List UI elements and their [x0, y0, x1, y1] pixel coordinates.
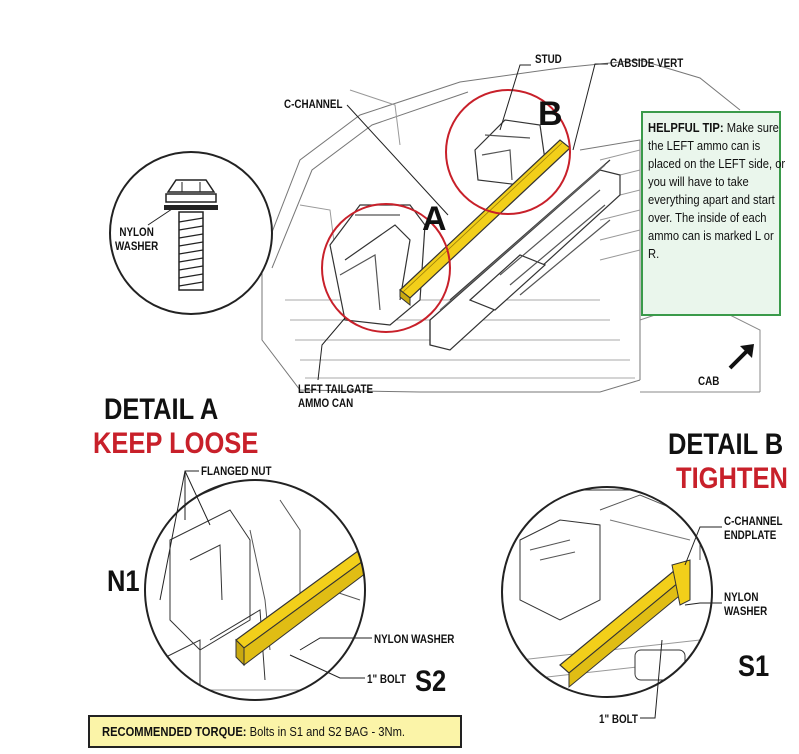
marker-a: A — [422, 200, 447, 238]
label-cab: CAB — [698, 374, 720, 388]
left-ammo-can-drawing — [329, 204, 426, 326]
bag-s1-label: S1 — [738, 650, 770, 683]
bolt-closeup — [109, 151, 273, 315]
circle-highlight-b — [445, 89, 571, 215]
label-bolt-b: 1" BOLT — [599, 712, 638, 726]
label-left-tailgate-ammo-can: LEFT TAILGATE AMMO CAN — [298, 382, 374, 410]
torque-heading: RECOMMENDED TORQUE: — [102, 724, 247, 739]
helpful-tip-content: HELPFUL TIP: Make sure the LEFT ammo can… — [648, 119, 786, 263]
marker-b: B — [538, 95, 563, 133]
label-nylon-washer-b: NYLON WASHER — [724, 590, 768, 618]
label-bolt-a: 1" BOLT — [367, 672, 406, 686]
torque-text: Bolts in S1 and S2 BAG - 3Nm. — [249, 724, 405, 739]
label-flanged-nut: FLANGED NUT — [201, 464, 272, 478]
label-c-channel: C-CHANNEL — [284, 97, 343, 111]
helpful-tip-heading: HELPFUL TIP: — [648, 120, 724, 135]
helpful-tip-box: HELPFUL TIP: Make sure the LEFT ammo can… — [641, 111, 785, 316]
bag-s2-label: S2 — [415, 665, 447, 698]
leader-lines-main — [147, 63, 608, 381]
detail-a-instruction: KEEP LOOSE — [93, 427, 259, 460]
leader-lines-detail-b — [640, 526, 722, 719]
storage-rail-assembly — [429, 159, 621, 351]
detail-a-title: DETAIL A — [104, 393, 219, 426]
detail-b-closeup — [501, 486, 713, 698]
detail-a-closeup — [144, 479, 366, 701]
leader-lines-detail-a — [159, 470, 372, 679]
bag-n1-label: N1 — [107, 565, 140, 598]
helpful-tip-text: Make sure the LEFT ammo can is placed on… — [648, 120, 786, 261]
label-stud: STUD — [535, 52, 562, 66]
detail-b-instruction: TIGHTEN — [676, 462, 788, 495]
label-cabside-vert: CABSIDE VERT — [610, 56, 684, 70]
label-nylon-washer-bolt: NYLON WASHER — [115, 225, 159, 253]
label-c-channel-endplate: C-CHANNEL ENDPLATE — [724, 514, 783, 542]
detail-b-title: DETAIL B — [668, 428, 784, 461]
cab-arrow-icon — [728, 344, 754, 370]
torque-content: RECOMMENDED TORQUE: Bolts in S1 and S2 B… — [102, 724, 405, 739]
label-nylon-washer-a: NYLON WASHER — [374, 632, 455, 646]
circle-highlight-a — [321, 203, 451, 333]
recommended-torque-box: RECOMMENDED TORQUE: Bolts in S1 and S2 B… — [88, 715, 462, 748]
